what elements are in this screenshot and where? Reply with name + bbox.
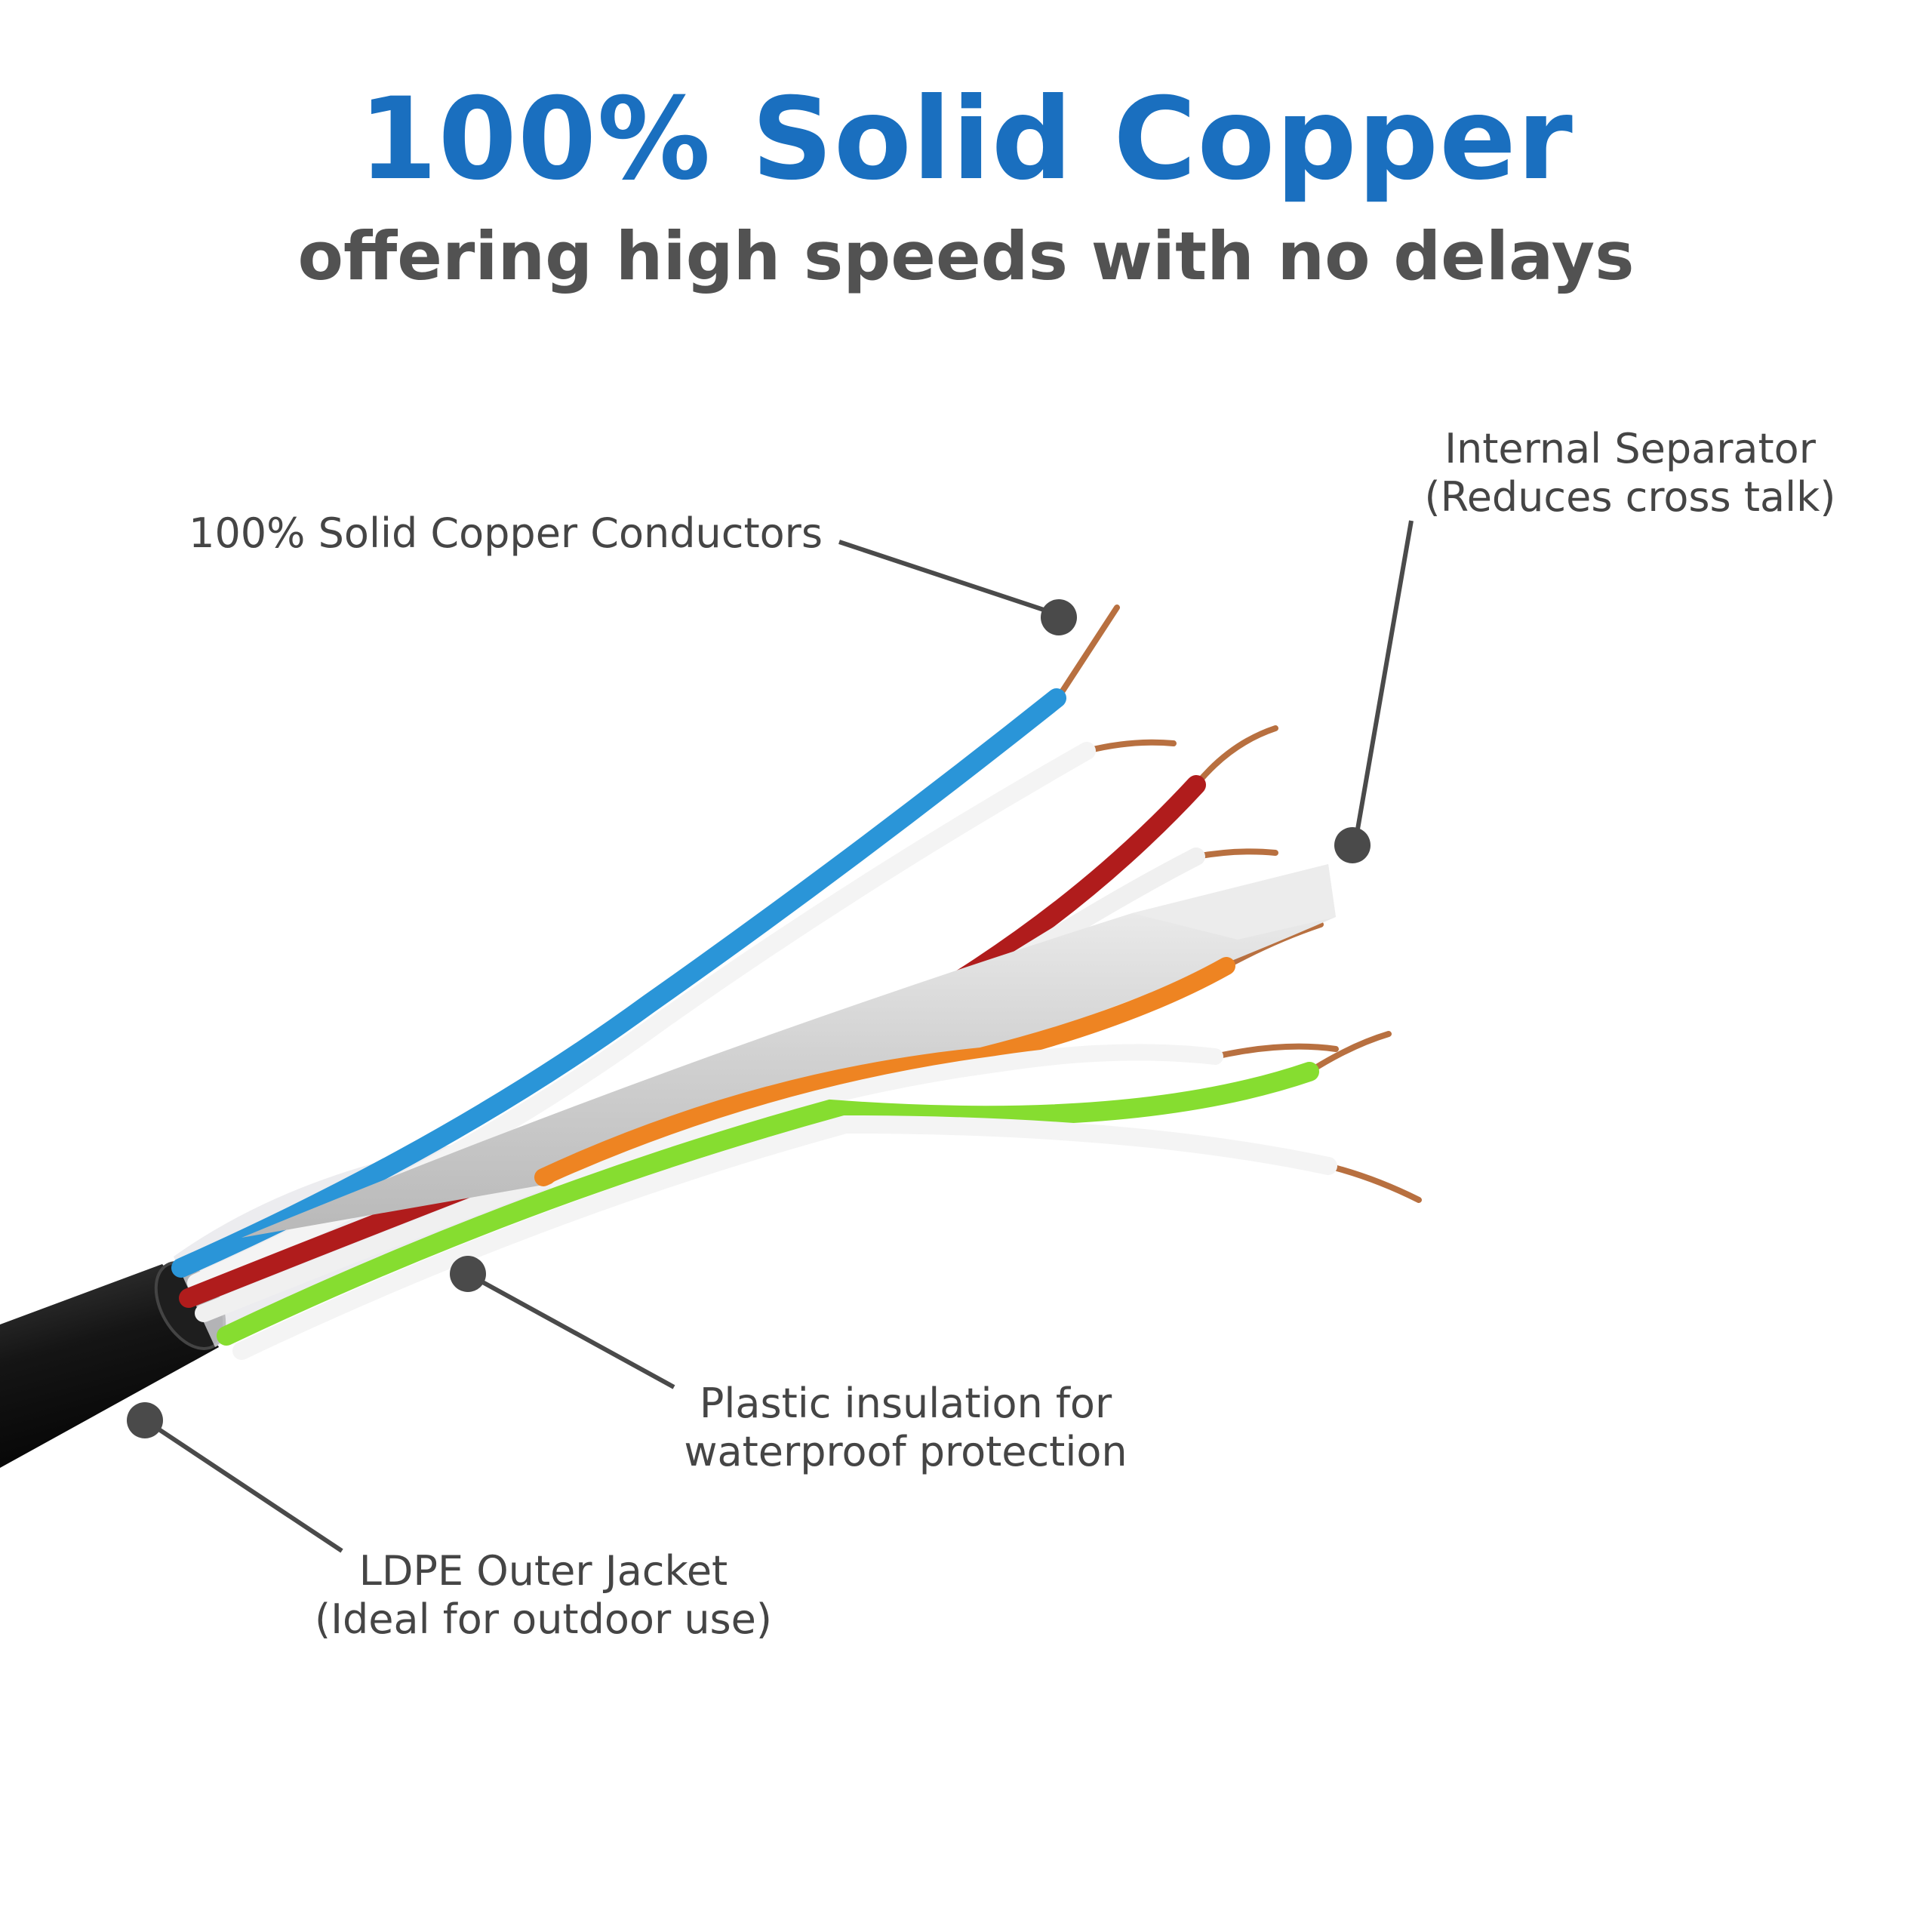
copper-conductor-tips [1057, 605, 1422, 1203]
leader-insulation [450, 1256, 675, 1389]
callout-separator-line1: Internal Separator [1444, 425, 1816, 472]
callout-insulation-line1: Plastic insulation for [699, 1380, 1112, 1427]
page-title: 100% Solid Copper [358, 74, 1574, 205]
callout-jacket: LDPE Outer Jacket (Ideal for outdoor use… [302, 1547, 785, 1644]
wire-pair-orange [534, 957, 1235, 1197]
marker-dot [1041, 599, 1077, 635]
internal-separator [242, 864, 1336, 1238]
leader-separator [1334, 520, 1414, 863]
callout-insulation: Plastic insulation for waterproof protec… [664, 1380, 1147, 1476]
callout-insulation-line2: waterproof protection [684, 1428, 1128, 1475]
marker-dot [127, 1402, 163, 1438]
leader-jacket [127, 1402, 343, 1553]
callout-separator: Internal Separator (Reduces cross talk) [1381, 425, 1879, 521]
callout-jacket-line1: LDPE Outer Jacket [358, 1547, 728, 1595]
callout-conductors: 100% Solid Copper Conductors [136, 509, 823, 558]
callout-separator-line2: (Reduces cross talk) [1424, 473, 1836, 521]
wire-pair-red [179, 775, 1206, 1322]
marker-dot [450, 1256, 486, 1292]
callout-jacket-line2: (Ideal for outdoor use) [315, 1595, 772, 1643]
page-subtitle: offering high speeds with no delays [297, 217, 1635, 295]
wire-pair-green [217, 1062, 1337, 1360]
leader-conductors [838, 540, 1077, 635]
marker-dot [1334, 827, 1371, 863]
callout-conductors-line1: 100% Solid Copper Conductors [189, 509, 823, 557]
